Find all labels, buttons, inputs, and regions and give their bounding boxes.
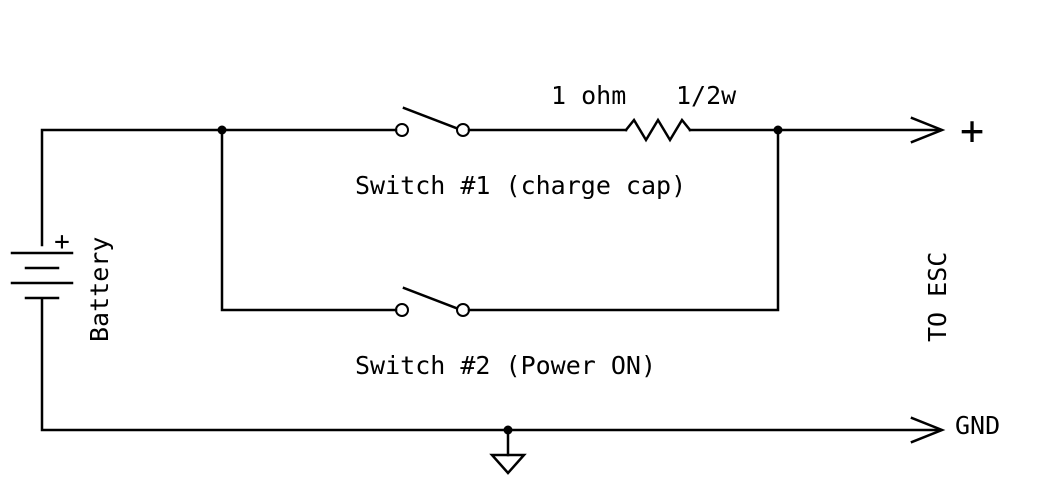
switch-2-symbol xyxy=(395,286,470,317)
switch-2-label: Switch #2 (Power ON) xyxy=(355,351,656,380)
switch-1-label: Switch #1 (charge cap) xyxy=(355,171,686,200)
output-arrow-gnd xyxy=(910,416,946,444)
wire-right-vertical xyxy=(467,128,780,312)
junction-dot-left xyxy=(217,125,227,135)
output-plus-label: + xyxy=(960,108,984,154)
switch-1-symbol xyxy=(395,106,470,137)
wire-left-vertical xyxy=(220,128,398,312)
battery-label: Battery xyxy=(85,237,114,342)
junction-dot-right xyxy=(773,125,783,135)
destination-label: TO ESC xyxy=(923,252,952,342)
wire-bottom-rail xyxy=(40,298,942,432)
wire-top-left xyxy=(40,128,224,247)
resistor-value-label: 1 ohm xyxy=(551,81,626,110)
gnd-label: GND xyxy=(955,411,1000,440)
battery-plus-label: + xyxy=(54,227,70,257)
resistor-symbol xyxy=(624,117,692,143)
battery-symbol xyxy=(10,251,74,300)
resistor-power-label: 1/2w xyxy=(676,81,737,110)
output-arrow-plus xyxy=(910,116,946,144)
ground-symbol xyxy=(489,428,527,475)
